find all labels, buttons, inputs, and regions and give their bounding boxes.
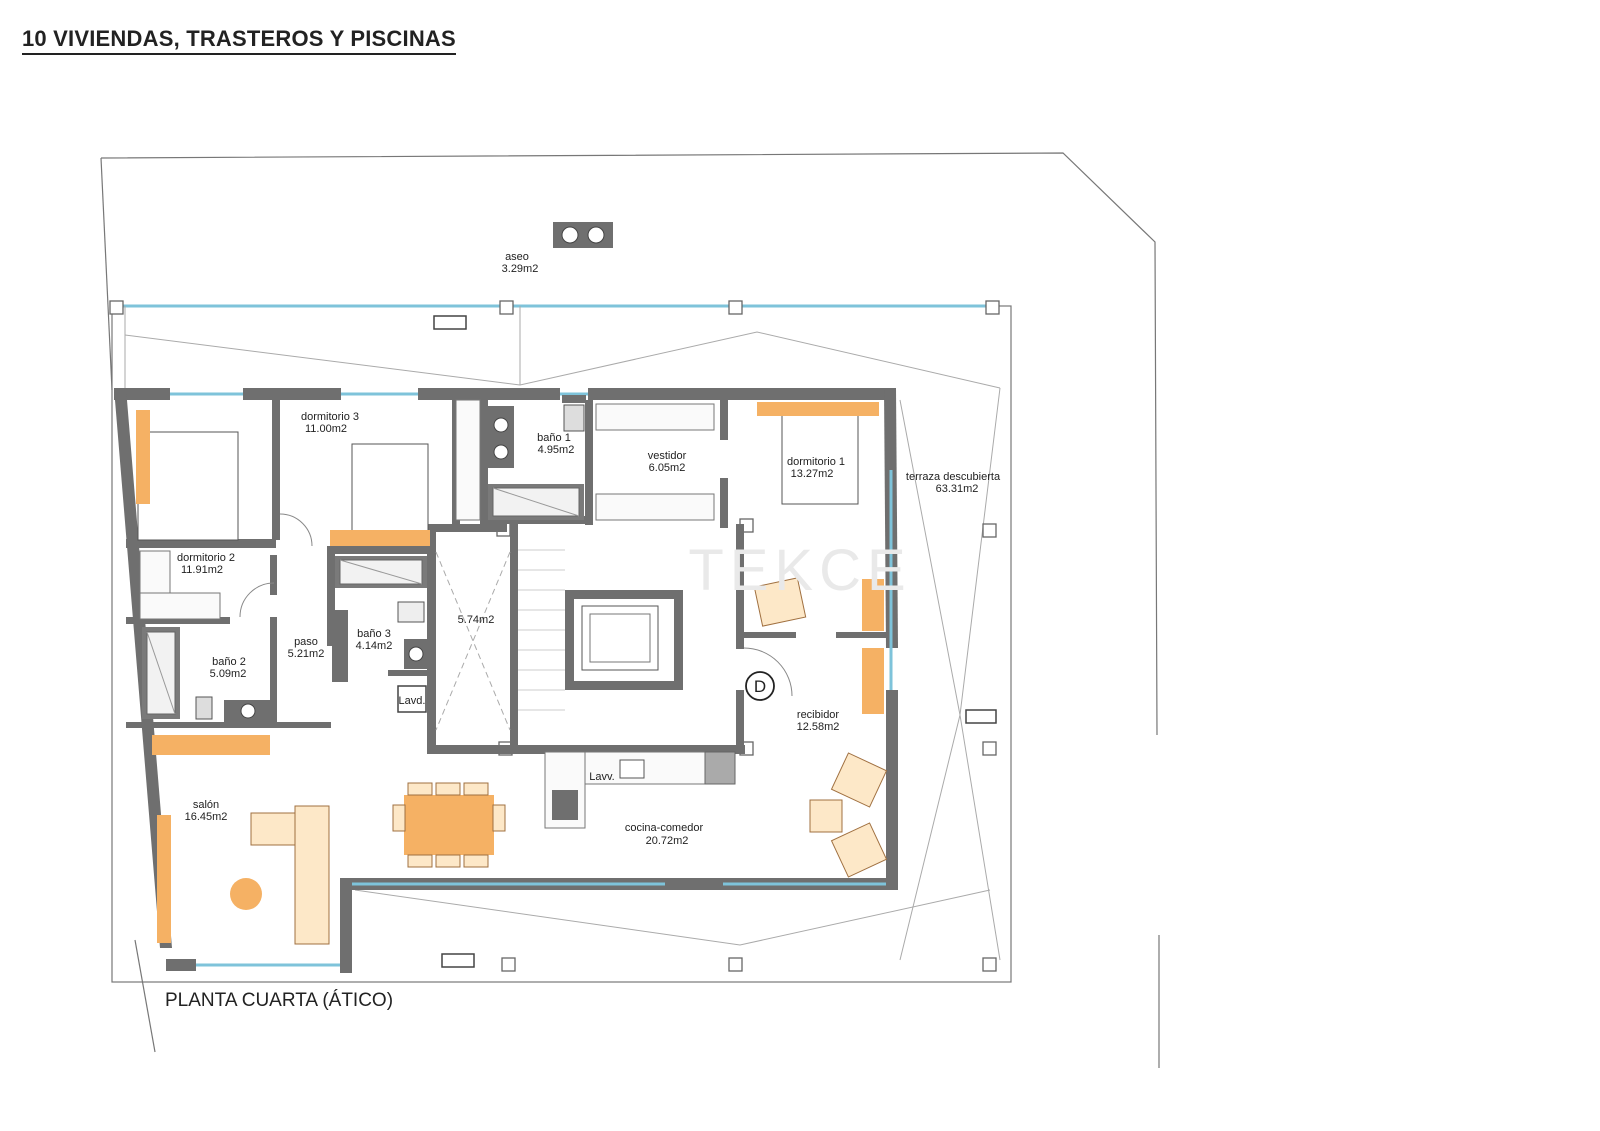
room-name: paso [294, 636, 318, 648]
room-name: baño 3 [357, 628, 391, 640]
room-area: 4.14m2 [356, 640, 393, 652]
plan-caption: PLANTA CUARTA (ÁTICO) [165, 990, 394, 1011]
room-name: salón [193, 799, 219, 811]
room-name: terraza descubierta [906, 471, 1001, 483]
room-area: 5.74m2 [458, 614, 495, 626]
bath-fixtures [142, 395, 586, 722]
room-name: dormitorio 1 [787, 456, 845, 468]
kitchen [397, 685, 736, 829]
room-area: 12.58m2 [797, 721, 840, 733]
lavadora-label: Lavd. [399, 695, 426, 707]
beds [136, 402, 879, 755]
room-area: 13.27m2 [791, 468, 834, 480]
plot-boundary-left [100, 157, 113, 391]
watermark: TEKCE [688, 538, 911, 603]
room-area: 11.00m2 [305, 423, 347, 435]
terrace-slope-lines [124, 331, 1001, 389]
room-area: 16.45m2 [185, 811, 228, 823]
room-area: 3.29m2 [502, 263, 539, 275]
plot-boundary [100, 152, 1158, 736]
terrace-bottom-lines [354, 889, 991, 946]
drain-grates [433, 315, 997, 968]
room-labels: aseo 3.29m2 dormitorio 3 11.00m2 baño 1 … [177, 251, 1001, 847]
room-area: 5.09m2 [210, 668, 247, 680]
room-name: dormitorio 3 [301, 411, 359, 423]
room-name: cocina-comedor [625, 822, 704, 834]
door-mark [745, 671, 775, 701]
room-name: baño 2 [212, 656, 246, 668]
room-area: 63.31m2 [936, 483, 979, 495]
aseo-washbasins [553, 222, 613, 248]
terrace-right-lines-2 [899, 399, 961, 961]
room-area: 6.05m2 [649, 462, 686, 474]
lavavajillas-label: Lavv. [589, 771, 614, 783]
columns [109, 300, 1000, 972]
windows [170, 392, 893, 967]
door-swings [239, 513, 793, 697]
living-furniture [157, 577, 888, 945]
stair-core [435, 549, 659, 731]
room-area: 5.21m2 [288, 648, 325, 660]
door-mark-label: D [754, 677, 766, 696]
room-name: aseo [505, 251, 529, 263]
room-name: recibidor [797, 709, 840, 721]
room-area: 4.95m2 [538, 444, 575, 456]
page-title: 10 VIVIENDAS, TRASTEROS Y PISCINAS [22, 26, 456, 55]
wardrobes [139, 399, 715, 620]
plot-boundary-left-lower [134, 939, 156, 1053]
room-area: 20.72m2 [646, 835, 689, 847]
room-name: vestidor [648, 450, 687, 462]
room-name: dormitorio 2 [177, 552, 235, 564]
room-name: baño 1 [537, 432, 571, 444]
room-area: 11.91m2 [181, 564, 223, 576]
